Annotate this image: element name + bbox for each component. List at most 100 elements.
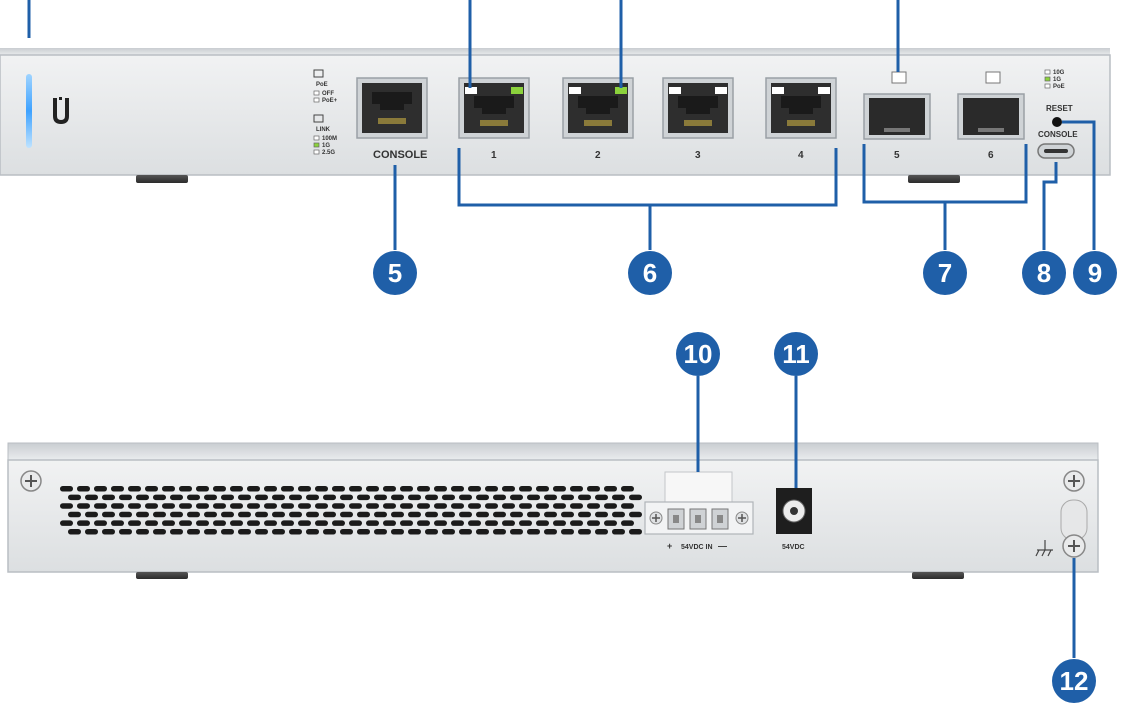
ground-screw-icon [1062, 534, 1086, 558]
vent-slot [77, 520, 90, 526]
svg-text:10: 10 [684, 339, 713, 369]
vent-slot [204, 494, 217, 501]
vent-slot [196, 503, 209, 509]
dc-power-jack: 54VDC [776, 488, 812, 551]
vent-slot [349, 503, 362, 509]
vent-slot [544, 529, 557, 535]
vent-slot [272, 494, 285, 501]
console-port: CONSOLE [356, 77, 428, 161]
vent-slot [289, 529, 302, 535]
vent-slot [434, 520, 447, 526]
vent-slot [264, 520, 277, 526]
vent-slot [332, 520, 345, 526]
power-terminal-block: + 54VDC IN — [644, 471, 754, 551]
vent-slot [162, 520, 175, 526]
vent-slot [323, 494, 336, 501]
vent-slot [561, 494, 574, 501]
callout-7: 7 [923, 251, 967, 295]
vent-slot [94, 503, 107, 509]
vent-slot [527, 529, 540, 535]
vent-slot [238, 511, 251, 518]
callout-6: 6 [628, 251, 672, 295]
status-light-bar [26, 74, 32, 148]
vent-slot [230, 520, 243, 526]
vent-slot [187, 494, 200, 501]
vent-slot [162, 503, 175, 509]
vent-slot [128, 486, 141, 492]
vent-slot [306, 511, 319, 518]
vent-slot [247, 503, 260, 509]
vent-slot [111, 486, 124, 492]
vent-slot [561, 529, 574, 535]
vent-slot [366, 520, 379, 526]
vent-slot [68, 529, 81, 535]
vent-slot [383, 520, 396, 526]
vent-slot [272, 511, 285, 518]
vent-slot [434, 486, 447, 492]
vent-slot [570, 520, 583, 526]
vent-slot [425, 511, 438, 518]
vent-slot [119, 529, 132, 535]
reset-label: RESET [1046, 104, 1073, 113]
vent-slot [196, 520, 209, 526]
legend-link-2g5: 2.5G [322, 150, 335, 156]
vent-slot [281, 486, 294, 492]
vent-slot [196, 486, 209, 492]
vent-slot [621, 503, 634, 509]
rear-panel: + 54VDC IN — 54VDC [7, 442, 1099, 579]
vent-slot [604, 520, 617, 526]
vent-slot [604, 503, 617, 509]
port-6-label: 6 [988, 150, 994, 161]
vent-slot [468, 503, 481, 509]
vent-slot [502, 520, 515, 526]
vent-slot [510, 529, 523, 535]
vent-slot [94, 520, 107, 526]
vent-slot [485, 486, 498, 492]
vent-slot [425, 494, 438, 501]
vent-slot [128, 503, 141, 509]
vent-slot [629, 511, 642, 518]
vent-slot [400, 486, 413, 492]
vent-slot [544, 511, 557, 518]
vent-slot [493, 494, 506, 501]
vent-slot [128, 520, 141, 526]
vent-slot [536, 503, 549, 509]
console-label: CONSOLE [373, 149, 427, 161]
vent-slot [136, 529, 149, 535]
vent-slot [510, 494, 523, 501]
vent-slot [281, 503, 294, 509]
vent-slot [340, 529, 353, 535]
port-2-label: 2 [595, 150, 601, 161]
vent-slot [238, 529, 251, 535]
vent-slot [213, 520, 226, 526]
vent-slot [323, 511, 336, 518]
svg-text:6: 6 [643, 258, 657, 288]
vent-slot [502, 486, 515, 492]
callout-10: 10 [676, 332, 720, 376]
vent-slot [527, 511, 540, 518]
vent-slot [561, 511, 574, 518]
vent-slot [587, 503, 600, 509]
vent-slot [230, 486, 243, 492]
svg-text:7: 7 [938, 258, 952, 288]
vent-slot [485, 503, 498, 509]
vent-slot [323, 529, 336, 535]
vent-slot [332, 486, 345, 492]
callout-12: 12 [1052, 659, 1096, 703]
port-5-label: 5 [894, 150, 900, 161]
vent-slot [476, 511, 489, 518]
vent-slot [417, 503, 430, 509]
vent-slot [519, 503, 532, 509]
vent-slot [587, 520, 600, 526]
vent-slot [459, 529, 472, 535]
vent-slot [332, 503, 345, 509]
vent-slot [298, 520, 311, 526]
vent-slot [306, 529, 319, 535]
vent-slot [170, 494, 183, 501]
vent-slot [621, 520, 634, 526]
callout-11: 11 [774, 332, 818, 376]
vent-slot [264, 486, 277, 492]
vent-slot [102, 494, 115, 501]
vent-slot [553, 486, 566, 492]
reset-button [1052, 117, 1062, 127]
